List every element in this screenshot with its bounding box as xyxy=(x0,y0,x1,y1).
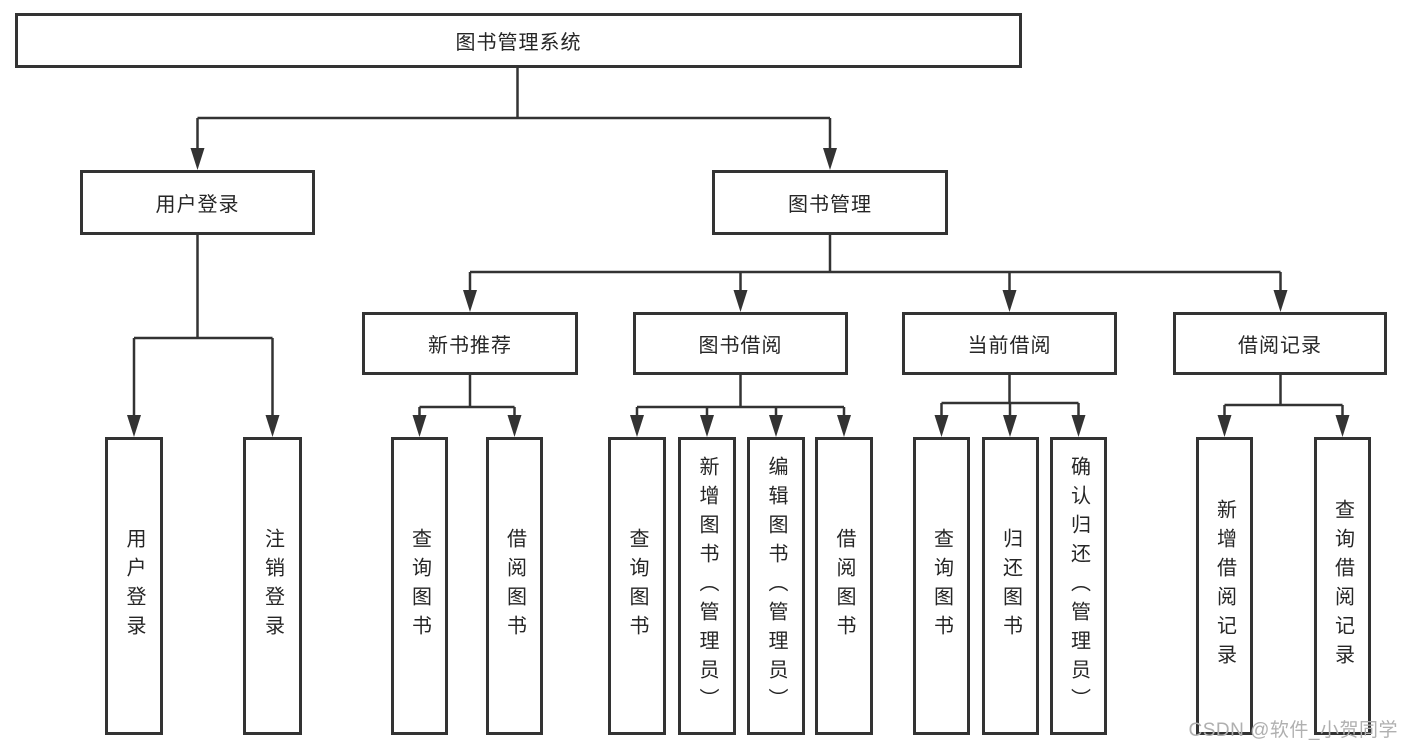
edge-root-to-level1 xyxy=(190,68,837,170)
node-borrow-records-label: 借阅记录 xyxy=(1238,335,1322,357)
leaf-borrow-add-books-admin-label: 新增图书（管理员） xyxy=(696,455,718,717)
node-user-login-label: 用户登录 xyxy=(155,194,240,216)
leaf-records-query-record: 查询借阅记录 xyxy=(1314,437,1371,735)
leaf-user-login: 用户登录 xyxy=(105,437,163,735)
leaf-logout-label: 注销登录 xyxy=(261,528,284,644)
leaf-recommend-borrow-books: 借阅图书 xyxy=(486,437,543,735)
leaf-borrow-edit-books-admin-label: 编辑图书（管理员） xyxy=(765,455,787,717)
leaf-records-add-record: 新增借阅记录 xyxy=(1196,437,1253,735)
node-root-label: 图书管理系统 xyxy=(455,32,582,54)
leaf-current-query-books: 查询图书 xyxy=(913,437,970,735)
node-book-mgmt-label: 图书管理 xyxy=(788,194,872,216)
node-book-mgmt: 图书管理 xyxy=(712,170,948,235)
node-new-book-recommend: 新书推荐 xyxy=(362,312,578,375)
leaf-current-confirm-return-admin-label: 确认归还（管理员） xyxy=(1067,455,1090,717)
node-book-borrow-label: 图书借阅 xyxy=(698,335,783,357)
leaf-borrow-query-books: 查询图书 xyxy=(608,437,666,735)
edge-current-borrow-to-leaves xyxy=(934,375,1086,437)
leaf-user-login-label: 用户登录 xyxy=(123,528,145,644)
node-new-book-recommend-label: 新书推荐 xyxy=(428,335,512,357)
leaf-borrow-borrow-books: 借阅图书 xyxy=(815,437,873,735)
leaf-recommend-borrow-books-label: 借阅图书 xyxy=(503,528,526,644)
node-current-borrow-label: 当前借阅 xyxy=(967,335,1052,357)
edge-new-book-recommend-to-leaves xyxy=(412,375,522,437)
leaf-current-query-books-label: 查询图书 xyxy=(930,528,953,644)
leaf-current-return-books-label: 归还图书 xyxy=(999,528,1022,644)
leaf-logout: 注销登录 xyxy=(243,437,302,735)
leaf-borrow-add-books-admin: 新增图书（管理员） xyxy=(678,437,736,735)
node-user-login: 用户登录 xyxy=(80,170,315,235)
edge-user-login-to-leaves xyxy=(127,235,280,437)
edge-borrow-records-to-leaves xyxy=(1217,375,1350,437)
leaf-recommend-query-books-label: 查询图书 xyxy=(408,528,431,644)
csdn-watermark: CSDN @软件_小贺同学 xyxy=(1188,720,1398,741)
edge-book-mgmt-to-level2 xyxy=(463,235,1288,312)
leaf-current-return-books: 归还图书 xyxy=(982,437,1039,735)
leaf-current-confirm-return-admin: 确认归还（管理员） xyxy=(1050,437,1107,735)
leaf-records-add-record-label: 新增借阅记录 xyxy=(1213,499,1236,673)
leaf-records-query-record-label: 查询借阅记录 xyxy=(1331,499,1354,673)
node-book-borrow: 图书借阅 xyxy=(633,312,848,375)
leaf-borrow-borrow-books-label: 借阅图书 xyxy=(833,528,855,644)
leaf-borrow-query-books-label: 查询图书 xyxy=(626,528,648,644)
node-current-borrow: 当前借阅 xyxy=(902,312,1117,375)
leaf-recommend-query-books: 查询图书 xyxy=(391,437,448,735)
edge-book-borrow-to-leaves xyxy=(630,375,851,437)
leaf-borrow-edit-books-admin: 编辑图书（管理员） xyxy=(747,437,805,735)
node-root: 图书管理系统 xyxy=(15,13,1022,68)
node-borrow-records: 借阅记录 xyxy=(1173,312,1387,375)
